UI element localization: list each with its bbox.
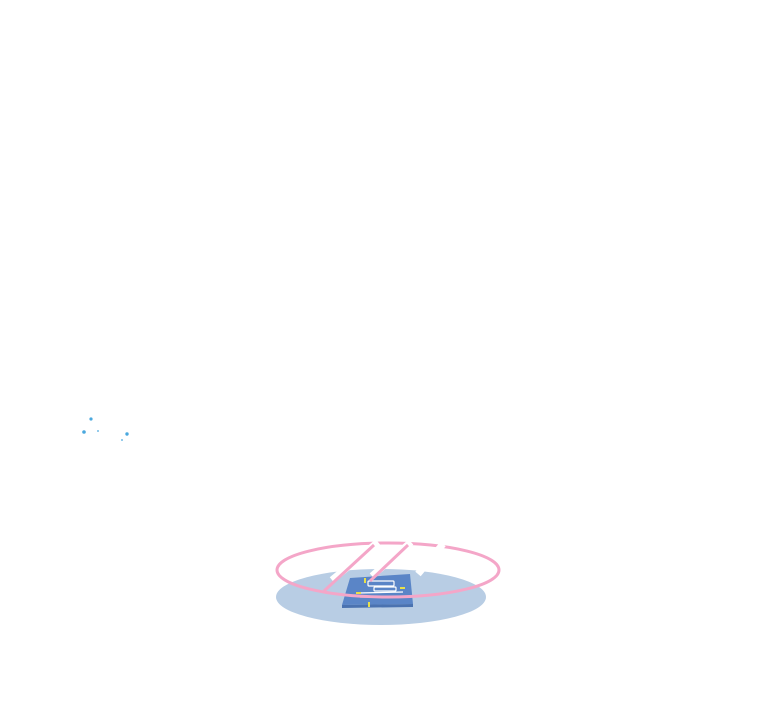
sparkle-dots-icon [82,417,129,441]
pink-ring [275,541,501,599]
chip-body [342,574,413,605]
sparkle-dot [121,439,123,441]
sparkle-dot [89,417,93,421]
sparkle-dot [97,430,99,432]
sparkle-dot [82,430,86,434]
chip-edge [342,604,413,608]
sparkle-dot [125,432,129,436]
chip-pins [356,578,405,607]
ring-slash-lines [322,543,410,593]
chip-on-platform-illustration [275,539,501,625]
